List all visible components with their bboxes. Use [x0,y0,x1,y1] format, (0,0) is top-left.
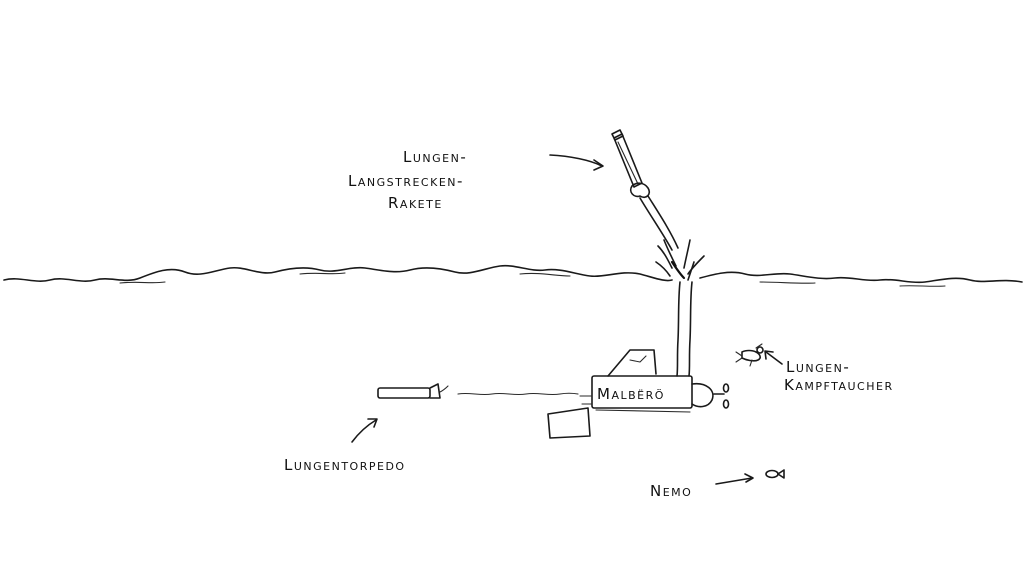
rocket-arrow-icon [549,154,604,171]
rocket-label-line-1: Lungen- [403,148,467,166]
torpedo-arrow-icon [351,418,378,443]
underwater-arm-icon [676,281,693,377]
rocket-label-line-2: Langstrecken- [348,172,464,190]
sea-surface-line [3,264,1023,284]
diver-label-line-2: Kampftaucher [784,376,894,394]
sea-surface-line-shadow [119,272,946,287]
splash-icon [655,239,705,281]
fish-icon [765,469,785,479]
submarine-icon [547,349,730,439]
submarine-label: Malbërö [597,385,665,403]
diver-icon [735,343,764,367]
arm-icon [629,182,679,251]
fish-label: Nemo [650,482,692,500]
rocket-label-line-3: Rakete [388,194,443,212]
torpedo-icon [377,383,449,399]
diver-arrow-icon [764,350,783,365]
diver-label-line-1: Lungen- [786,358,850,376]
fish-arrow-icon [715,473,754,485]
torpedo-label: Lungentorpedo [284,456,406,474]
torpedo-wake-line [457,392,579,396]
rocket-icon [611,129,643,188]
